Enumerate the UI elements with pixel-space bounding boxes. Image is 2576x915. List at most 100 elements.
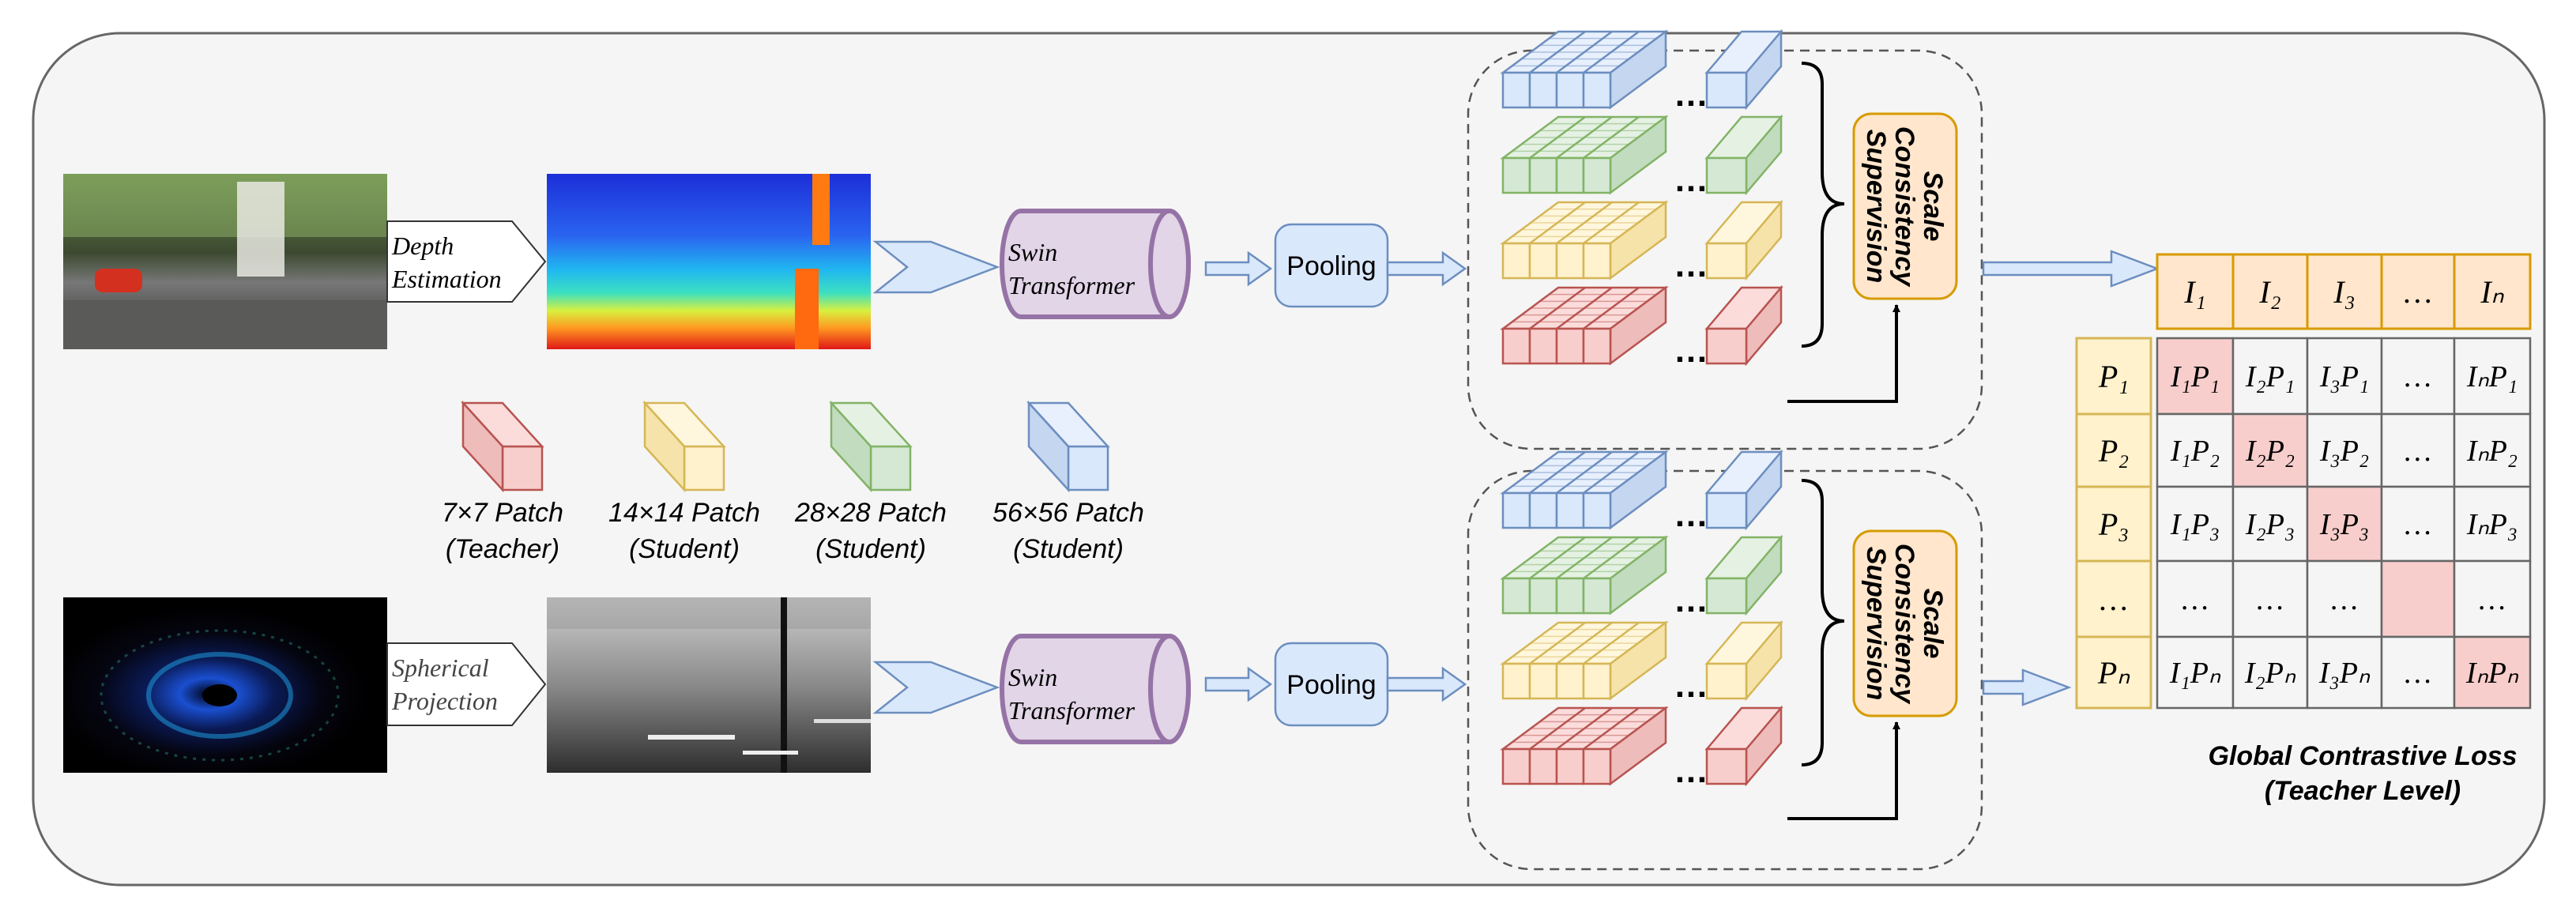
- row-header-label-2: P₂: [2098, 433, 2129, 469]
- matrix-cell-4-4: [2380, 559, 2456, 638]
- ellipsis-bottom-red: …: [1674, 751, 1708, 790]
- matrix-cell-label-3-5: IₙP₃: [2466, 508, 2518, 541]
- ellipsis-bottom-yellow: …: [1674, 666, 1708, 705]
- matrix-cell-4-2: …: [2231, 559, 2309, 638]
- matrix-cell-3-3: I₃P₃: [2306, 485, 2383, 563]
- matrix-cell-5-3: I₃Pₙ: [2306, 635, 2383, 710]
- row-header-label-1: P₁: [2098, 359, 2129, 394]
- single-patch-bottom-red: [1704, 705, 1783, 787]
- col-header-4: …: [2380, 253, 2456, 330]
- swin-label-top-2: Transformer: [1008, 271, 1135, 299]
- ellipsis-top-blue: …: [1674, 75, 1708, 114]
- spherical-label-line2: Projection: [391, 687, 498, 715]
- col-header-3: I₃: [2306, 253, 2383, 330]
- single-patch-top-yellow: [1704, 199, 1783, 281]
- ellipsis-bottom-blue: …: [1674, 495, 1708, 534]
- pooling-label-bottom: Pooling: [1286, 670, 1376, 700]
- col-header-label-4: …: [2404, 274, 2432, 310]
- supervision-top-line1: Scale: [1918, 171, 1948, 242]
- arrow-to-matrix-bottom: [1982, 668, 2072, 706]
- patch-row-top-green: …: [1500, 114, 1783, 199]
- single-patch-top-blue: [1704, 28, 1783, 111]
- matrix-cell-1-4: …: [2380, 337, 2456, 416]
- matrix-cell-1-3: I₃P₁: [2306, 337, 2383, 416]
- matrix-cell-label-4-5: …: [2479, 583, 2506, 616]
- arrow-to-matrix-top: [1982, 250, 2160, 288]
- matrix-cell-label-1-2: I₂P₁: [2245, 360, 2295, 393]
- row-header-5: Pₙ: [2075, 635, 2152, 710]
- matrix-cell-label-3-1: I₁P₃: [2170, 508, 2220, 541]
- matrix-cell-3-4: …: [2380, 485, 2456, 563]
- single-patch-top-red: [1704, 284, 1783, 367]
- swin-label-top-1: Swin: [1008, 238, 1057, 266]
- matrix-cell-label-5-3: I₃Pₙ: [2318, 657, 2371, 690]
- row-header-label-4: …: [2100, 582, 2128, 617]
- legend-item-4: 56×56 Patch(Student): [992, 400, 1144, 564]
- matrix-cell-5-1: I₁Pₙ: [2156, 635, 2235, 710]
- matrix-cell-label-3-4: …: [2405, 508, 2431, 541]
- legend-label-1: 7×7 Patch: [442, 498, 563, 528]
- supervision-bottom-line2: Consistency: [1889, 544, 1919, 705]
- matrix-cell-4-3: …: [2306, 559, 2383, 638]
- matrix-cell-label-3-2: I₂P₃: [2245, 508, 2295, 541]
- row-header-3: P₃: [2075, 485, 2152, 563]
- arrow-swin-pool-top: [1204, 250, 1273, 287]
- matrix-cell-1-2: I₂P₁: [2231, 337, 2309, 416]
- row-header-label-3: P₃: [2098, 506, 2129, 542]
- swin-transformer-bottom: Swin Transformer: [1000, 634, 1191, 744]
- supervision-top-line2: Consistency: [1889, 126, 1919, 288]
- chevron-arrow-top: [872, 240, 1000, 294]
- arrow-pool-group-bottom: [1386, 666, 1467, 702]
- matrix-cell-label-1-3: I₃P₁: [2319, 360, 2369, 393]
- patch-row-bottom-yellow: …: [1500, 619, 1783, 705]
- matrix-cell-label-1-5: IₙP₁: [2466, 360, 2518, 393]
- arrow-pool-group-top: [1386, 250, 1467, 287]
- patch-row-top-yellow: …: [1500, 199, 1783, 284]
- swin-label-bottom-2: Transformer: [1008, 696, 1135, 725]
- row-header-4: …: [2075, 559, 2152, 638]
- single-patch-bottom-blue: [1704, 449, 1783, 531]
- legend-sublabel-2: (Student): [629, 534, 740, 564]
- brace-top: [1801, 62, 1845, 348]
- matrix-cell-5-4: …: [2380, 635, 2456, 710]
- ellipsis-top-red: …: [1674, 331, 1708, 370]
- matrix-cell-label-3-3: I₃P₃: [2319, 508, 2369, 541]
- loss-label-line1: Global Contrastive Loss: [2208, 741, 2517, 771]
- swin-label-bottom-1: Swin: [1008, 663, 1057, 691]
- matrix-cell-1-1: I₁P₁: [2156, 337, 2235, 416]
- lidar-image: [63, 597, 387, 773]
- swin-transformer-top: Swin Transformer: [1000, 209, 1191, 319]
- matrix-cell-4-1: …: [2156, 559, 2235, 638]
- supervision-box-bottom: [1852, 529, 1958, 717]
- patch-row-bottom-blue: …: [1500, 449, 1783, 534]
- matrix-cell-label-4-2: …: [2257, 583, 2284, 616]
- col-header-label-1: I₁: [2183, 274, 2205, 310]
- teacher-arrow-top: [1787, 304, 1900, 403]
- matrix-cell-label-4-3: …: [2331, 583, 2358, 616]
- matrix-cell-label-2-2: I₂P₂: [2245, 435, 2295, 468]
- legend-label-3: 28×28 Patch: [794, 498, 947, 528]
- legend-item-1: 7×7 Patch (Teacher): [442, 400, 563, 564]
- teacher-arrow-bottom: [1787, 721, 1900, 820]
- range-image: [547, 597, 871, 773]
- matrix-cell-label-2-4: …: [2405, 435, 2431, 468]
- depth-map-image: [547, 174, 871, 349]
- legend-sublabel-1: (Teacher): [446, 534, 559, 564]
- matrix-cell-3-5: IₙP₃: [2453, 485, 2532, 563]
- spherical-projection-tag: [386, 642, 547, 726]
- matrix-cell-2-5: IₙP₂: [2453, 412, 2532, 488]
- matrix-cell-label-5-2: I₂Pₙ: [2244, 657, 2296, 690]
- legend-item-3: 28×28 Patch(Student): [794, 400, 947, 564]
- matrix-cell-label-2-5: IₙP₂: [2466, 435, 2518, 468]
- col-header-1: I₁: [2156, 253, 2235, 330]
- ellipsis-top-yellow: …: [1674, 246, 1708, 284]
- matrix-cell-label-2-3: I₃P₂: [2319, 435, 2369, 468]
- matrix-cell-label-1-1: I₁P₁: [2170, 360, 2220, 393]
- rgb-image: [63, 174, 387, 349]
- supervision-top-line3: Supervision: [1861, 130, 1891, 284]
- ellipsis-top-green: …: [1674, 160, 1708, 199]
- depth-label-line1: Depth: [391, 232, 454, 260]
- depth-label-line2: Estimation: [391, 265, 502, 293]
